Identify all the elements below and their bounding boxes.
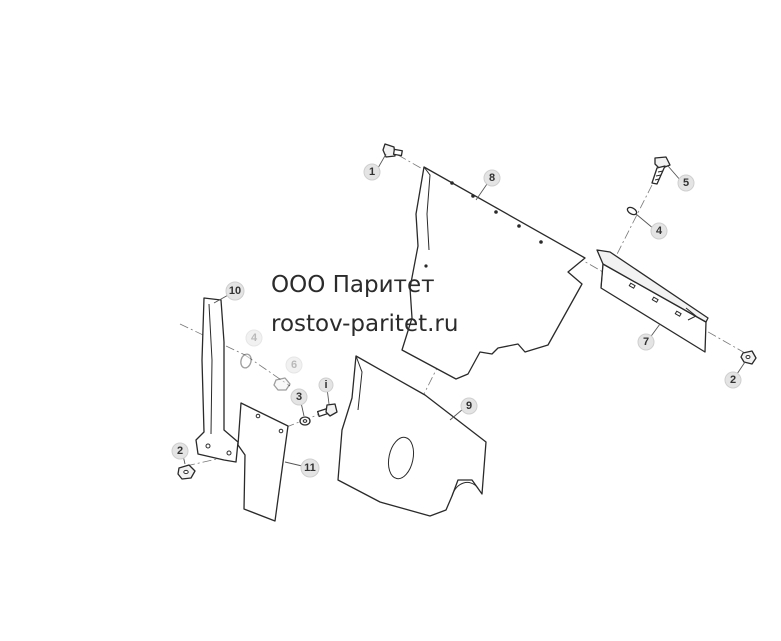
bolt-i-icon — [316, 403, 338, 418]
callout-4-left: 4 — [245, 329, 263, 347]
bolt-5-icon — [651, 156, 671, 185]
callout-4-left-label: 4 — [251, 332, 258, 344]
callout-5-label: 5 — [683, 177, 689, 189]
callout-7: 7 — [637, 333, 655, 351]
callout-1: 1 — [363, 163, 381, 181]
callout-4-right: 4 — [650, 222, 668, 240]
callout-4-right-label: 4 — [656, 225, 663, 237]
callout-2-right-label: 2 — [730, 374, 736, 386]
callout-2-right: 2 — [724, 371, 742, 389]
callout-6-label: 6 — [291, 359, 297, 371]
callout-7-label: 7 — [643, 336, 649, 348]
callout-5: 5 — [677, 174, 695, 192]
callout-1-label: 1 — [369, 166, 375, 178]
watermark-website: rostov-paritet.ru — [271, 311, 459, 337]
callout-i: i — [318, 377, 334, 393]
callout-8: 8 — [483, 169, 501, 187]
part-10-side-plate — [195, 297, 239, 463]
callout-9: 9 — [460, 397, 478, 415]
watermark-company: ООО Паритет — [271, 272, 435, 298]
callout-11-label: 11 — [304, 462, 316, 474]
ghost-washer-4-icon — [240, 353, 252, 369]
callout-3-label: 3 — [296, 391, 302, 403]
ghost-nut-6-icon — [273, 377, 291, 391]
callout-10-label: 10 — [229, 285, 241, 297]
callout-2-left: 2 — [171, 442, 189, 460]
callout-9-label: 9 — [466, 400, 472, 412]
part-7-angle-bracket — [596, 249, 709, 353]
callout-i-label: i — [324, 379, 327, 391]
callout-3: 3 — [290, 388, 308, 406]
nut-2-left-icon — [177, 464, 196, 480]
part-8-upper-shield — [401, 166, 586, 380]
washer-3-icon — [299, 416, 311, 426]
bolt-1-icon — [382, 143, 403, 158]
washer-4-icon — [626, 206, 638, 216]
part-9-lower-shield — [337, 355, 487, 517]
callout-6: 6 — [285, 356, 303, 374]
callout-2-left-label: 2 — [177, 445, 183, 457]
hardware — [177, 143, 757, 480]
callout-11: 11 — [300, 458, 320, 478]
nut-2-right-icon — [740, 350, 757, 365]
callout-10: 10 — [225, 281, 245, 301]
callouts: 1 8 5 4 7 2 9 10 — [171, 163, 742, 478]
callout-8-label: 8 — [489, 172, 495, 184]
part-11-seal-plate — [237, 402, 289, 522]
